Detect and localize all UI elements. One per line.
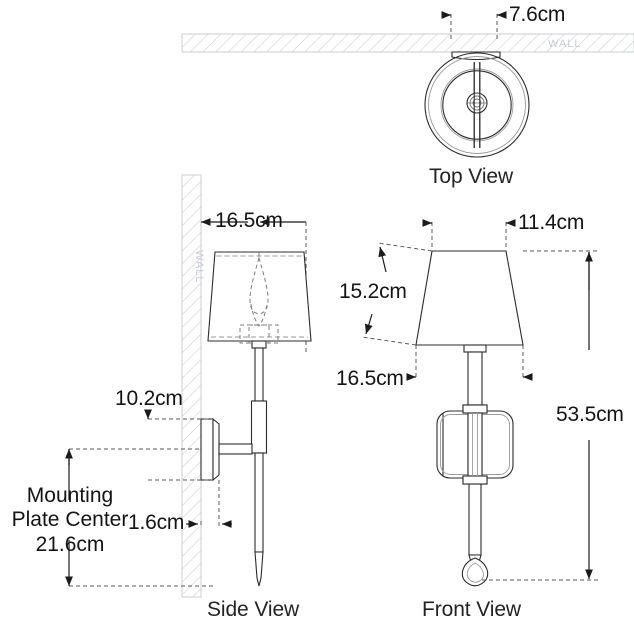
side-dim-1-6 <box>148 479 232 528</box>
mounting-plate-line-1: Mounting <box>26 484 114 507</box>
front-dim-16-5-bottom <box>406 345 533 381</box>
front-view-finial <box>461 557 489 587</box>
side-view-arm <box>218 443 253 455</box>
mounting-plate-line-3: 21.6cm <box>35 532 105 556</box>
top-view-shade <box>424 52 530 158</box>
top-view-wall: WALL <box>181 33 634 53</box>
front-dim-15-2 <box>361 242 433 346</box>
dim-label-top-projection: 7.6cm <box>509 3 566 26</box>
top-view-socket <box>466 92 488 114</box>
side-view-shade <box>207 251 312 342</box>
side-dim-10-2 <box>144 409 213 420</box>
side-view-group: WALL <box>65 174 312 598</box>
front-dim-11-4 <box>422 219 516 250</box>
view-label-front: Front View <box>422 598 521 621</box>
front-view-group <box>361 219 598 587</box>
mounting-plate-line-2: Plate Center <box>11 508 129 532</box>
dim-label-plate-depth: 1.6cm <box>128 511 185 534</box>
side-view-stem <box>250 340 268 587</box>
svg-text:WALL: WALL <box>193 250 205 284</box>
dim-label-front-shade-top: 11.4cm <box>518 211 585 234</box>
dim-label-front-total-height: 53.5cm <box>556 403 624 426</box>
top-view-group: WALL <box>181 11 634 158</box>
dim-label-mounting-plate-center: Mounting Plate Center 21.6cm <box>0 484 140 557</box>
side-view-bulb <box>239 252 279 344</box>
svg-text:WALL: WALL <box>548 38 582 50</box>
dim-label-plate-offset: 10.2cm <box>115 387 183 410</box>
view-label-side: Side View <box>207 598 300 621</box>
front-view-shade <box>415 250 524 346</box>
side-dim-21-6 <box>65 448 213 587</box>
top-dim-7-6 <box>441 11 507 40</box>
dim-label-front-shade-bottom: 16.5cm <box>336 367 404 390</box>
view-label-top: Top View <box>429 165 514 188</box>
dim-label-side-shade-width: 16.5cm <box>215 209 283 232</box>
side-view-wall: WALL <box>181 174 205 598</box>
side-view-mounting-plate <box>200 417 220 482</box>
dim-label-front-shade-slant: 15.2cm <box>339 280 407 303</box>
front-dim-53-5 <box>482 250 598 581</box>
